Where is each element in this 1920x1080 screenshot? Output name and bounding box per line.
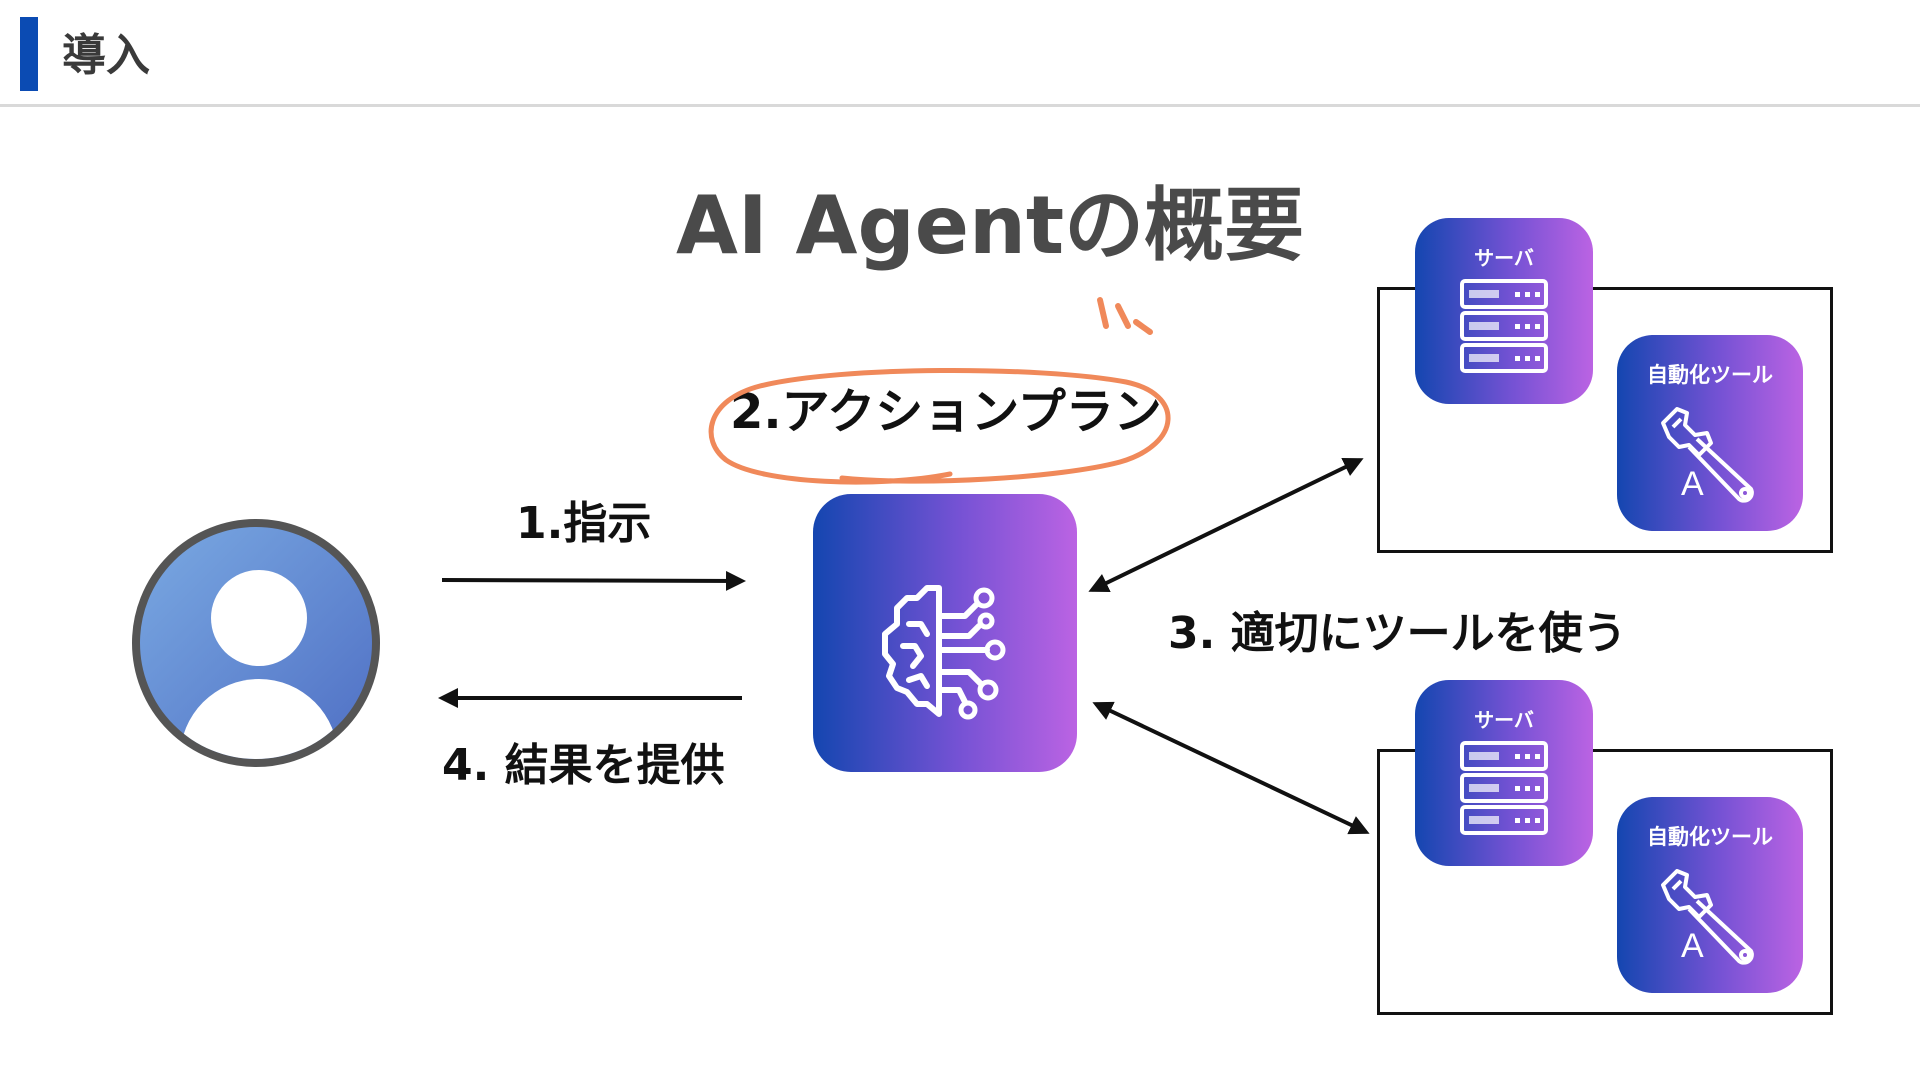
avatar-head [211,570,307,666]
server-rack-icon [1460,741,1548,835]
automation-tool-label-2: 自動化ツール [1647,825,1773,849]
user-avatar-icon [132,519,380,767]
header-divider [0,104,1920,107]
server-rack-icon [1460,279,1548,373]
avatar-body [180,679,338,759]
header-accent-bar [20,17,38,91]
tool-group-box-1 [1377,287,1833,553]
automation-tool-tile-2: 自動化ツール A [1617,797,1803,993]
label-action-plan: 2.アクションプラン [730,384,1162,440]
server-tile-1: サーバ [1415,218,1593,404]
label-result: 4. 結果を提供 [442,740,725,791]
generative-ai-tile: 生成AI [813,494,1077,1060]
automation-tool-tile-1: 自動化ツール A [1617,335,1803,531]
arrow-instruction [441,570,746,591]
main-title: AI Agentの概要 [676,179,1305,272]
label-use-tools: 3. 適切にツールを使う [1168,608,1627,659]
server-label-2: サーバ [1474,708,1534,732]
generative-ai-label: 生成AI [902,1029,988,1060]
tool-letter-2: A [1681,927,1704,965]
brain-circuit-icon [882,585,1006,720]
automation-tool-label-1: 自動化ツール [1647,363,1773,387]
wrench-icon: A [1661,407,1754,503]
server-tile-2: サーバ [1415,680,1593,866]
tool-group-box-2 [1377,749,1833,1015]
emphasis-marks [1097,297,1153,335]
arrow-ai-to-group-1 [1088,457,1364,593]
arrow-ai-to-group-2 [1092,701,1370,835]
section-title: 導入 [62,30,150,81]
wrench-icon: A [1661,869,1754,965]
tool-letter-1: A [1681,465,1704,503]
server-label-1: サーバ [1474,246,1534,270]
label-instruction: 1.指示 [516,498,652,549]
